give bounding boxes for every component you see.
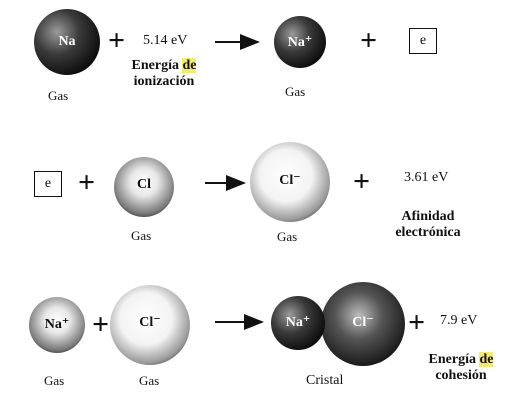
na-atom-label: Na xyxy=(58,34,76,49)
na-atom-sphere xyxy=(34,9,100,75)
gas-label: Gas xyxy=(285,84,306,99)
electron-affinity-value: 3.61 eV xyxy=(404,170,449,185)
cl-atom-sphere xyxy=(114,157,174,217)
gas-label: Gas xyxy=(44,373,65,388)
plus-sign: + xyxy=(78,166,96,199)
electron-box: e xyxy=(34,171,62,197)
cohesion-energy-value: 7.9 eV xyxy=(440,313,478,328)
cohesion-label-part-a: Energía xyxy=(428,352,480,367)
cohesion-label-highlight: de xyxy=(479,352,494,367)
gas-label: Gas xyxy=(139,373,160,388)
plus-sign: + xyxy=(408,306,426,339)
ionization-label-highlight: de xyxy=(182,58,197,73)
cl-ion-sphere xyxy=(250,142,330,222)
electron-box: e xyxy=(409,28,437,54)
na-ion-gas-sphere xyxy=(29,297,85,353)
crystal-cl-sphere xyxy=(321,282,405,366)
na-ion-gas-label: Na⁺ xyxy=(44,317,70,332)
crystal-na-sphere xyxy=(271,296,325,350)
cl-atom-label: Cl xyxy=(137,177,151,192)
ionization-energy-label: Energía de ionización xyxy=(118,58,210,90)
gas-label: Gas xyxy=(277,229,298,244)
cohesion-label-part-c: cohesión xyxy=(435,368,487,383)
gas-label: Gas xyxy=(48,88,69,103)
crystal-cl-label: Cl⁻ xyxy=(352,315,374,330)
na-ion-label: Na⁺ xyxy=(287,35,313,50)
cl-ion-label: Cl⁻ xyxy=(279,173,301,188)
plus-sign: + xyxy=(108,24,126,57)
affinity-label-part-a: Afinidad xyxy=(401,209,455,224)
ionization-label-part-c: ionización xyxy=(133,74,195,89)
plus-sign: + xyxy=(353,165,371,198)
cohesion-energy-label: Energía de cohesión xyxy=(414,352,508,384)
affinity-label-part-b: electrónica xyxy=(395,225,461,240)
crystal-na-label: Na⁺ xyxy=(285,315,311,330)
plus-sign: + xyxy=(360,24,378,57)
crystal-label: Cristal xyxy=(306,373,344,388)
electron-affinity-label: Afinidad electrónica xyxy=(380,209,476,241)
ionization-label-part-a: Energía xyxy=(131,58,183,73)
ionization-energy-value: 5.14 eV xyxy=(143,33,188,48)
plus-sign: + xyxy=(92,308,110,341)
cl-ion-gas-sphere xyxy=(110,285,190,365)
cl-ion-gas-label: Cl⁻ xyxy=(139,315,161,330)
gas-label: Gas xyxy=(131,228,152,243)
na-ion-sphere xyxy=(274,16,326,68)
